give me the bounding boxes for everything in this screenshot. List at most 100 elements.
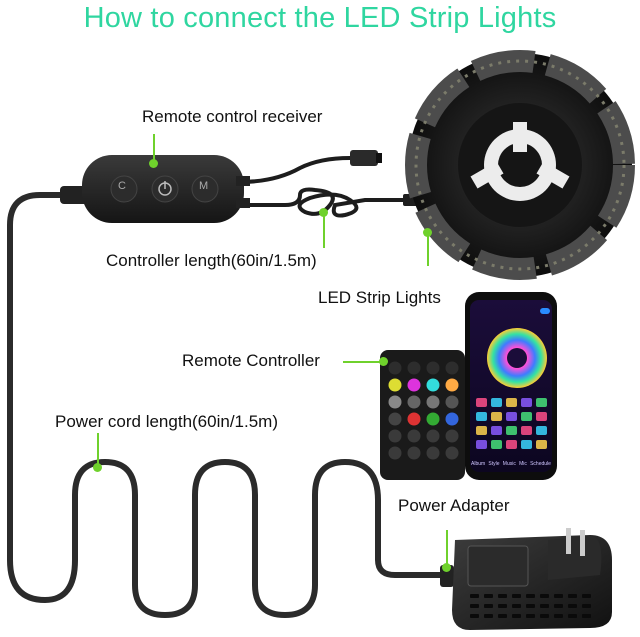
remote-button	[407, 378, 421, 392]
page-title: How to connect the LED Strip Lights	[83, 2, 557, 34]
phone-mode-tile	[536, 426, 547, 435]
adapter-pointer	[446, 530, 448, 568]
phone-mode-tile	[491, 426, 502, 435]
adapter-vent	[498, 614, 507, 618]
remote-button	[426, 446, 440, 460]
remote-button	[445, 446, 459, 460]
adapter-vent	[554, 604, 563, 608]
phone-mode-tile	[521, 440, 532, 449]
label-controller-length: Controller length(60in/1.5m)	[106, 251, 317, 270]
receiver-button-m: M	[199, 180, 209, 192]
adapter-vent	[582, 604, 591, 608]
adapter-vent	[554, 594, 563, 598]
remote-button	[445, 378, 459, 392]
adapter-vent	[540, 594, 549, 598]
remote-button	[388, 446, 402, 460]
adapter-vent	[568, 604, 577, 608]
adapter-pointer-dot	[442, 563, 451, 572]
phone-mode-tile	[491, 412, 502, 421]
power-cord-pointer-dot	[93, 463, 102, 472]
adapter-vent	[568, 594, 577, 598]
adapter-vent	[526, 604, 535, 608]
phone-mode-tile	[506, 412, 517, 421]
remote-button	[445, 395, 459, 409]
adapter-vent	[470, 604, 479, 608]
remote-button	[426, 429, 440, 443]
adapter-vent	[512, 614, 521, 618]
phone-tab-style: Style	[488, 461, 500, 467]
label-power-adapter: Power Adapter	[398, 496, 510, 515]
remote-button	[388, 412, 402, 426]
remote-button	[445, 361, 459, 375]
adapter-vent	[484, 604, 493, 608]
adapter-vent	[484, 614, 493, 618]
remote-button	[426, 378, 440, 392]
controller-cable	[240, 187, 405, 218]
ir-connector	[350, 150, 382, 166]
adapter-vent	[498, 604, 507, 608]
phone-mode-tile	[491, 398, 502, 407]
adapter-vent	[512, 594, 521, 598]
adapter-vent	[540, 604, 549, 608]
adapter-vent	[540, 614, 549, 618]
label-receiver: Remote control receiver	[142, 107, 323, 126]
led-strip-reel	[405, 50, 635, 280]
adapter-vent	[470, 614, 479, 618]
phone-mode-tile	[521, 426, 532, 435]
controller-length-pointer-dot	[319, 208, 328, 217]
label-remote-controller: Remote Controller	[182, 351, 320, 370]
power-cord	[7, 192, 443, 619]
adapter-vent	[498, 594, 507, 598]
receiver-box	[60, 155, 250, 223]
remote-button	[426, 412, 440, 426]
controller-length-pointer	[323, 214, 325, 248]
strip-pointer-dot	[423, 228, 432, 237]
phone-mode-tile	[476, 426, 487, 435]
label-led-strip: LED Strip Lights	[318, 288, 441, 307]
phone-mode-tile	[506, 440, 517, 449]
remote-button	[426, 361, 440, 375]
receiver-pointer-dot	[149, 159, 158, 168]
phone-tab-schedule: Schedule	[530, 461, 551, 467]
phone-tab-mic: Mic	[519, 461, 527, 467]
adapter-vent	[470, 594, 479, 598]
phone-mode-tile	[506, 426, 517, 435]
label-power-cord: Power cord length(60in/1.5m)	[55, 412, 279, 431]
remote-button	[407, 361, 421, 375]
adapter-vent	[568, 614, 577, 618]
receiver-button-c: C	[118, 180, 126, 192]
phone-mode-tile	[476, 440, 487, 449]
phone-mode-tile	[521, 412, 532, 421]
phone-mode-tile	[491, 440, 502, 449]
power-adapter	[440, 528, 612, 630]
adapter-vent	[554, 614, 563, 618]
adapter-vent	[484, 594, 493, 598]
phone-mode-tile	[476, 398, 487, 407]
adapter-vent	[582, 594, 591, 598]
adapter-vent	[582, 614, 591, 618]
remote-button	[388, 395, 402, 409]
phone-mode-tile	[536, 398, 547, 407]
phone-tab-music: Music	[502, 461, 516, 467]
power-cord-pointer	[97, 433, 99, 466]
remote-button	[445, 429, 459, 443]
remote-button	[407, 446, 421, 460]
phone-mode-tile	[506, 398, 517, 407]
remote-button	[407, 429, 421, 443]
phone	[465, 292, 557, 480]
phone-mode-tile	[476, 412, 487, 421]
remote-button	[445, 412, 459, 426]
phone-tab-album: Album	[471, 461, 486, 467]
remote-button	[388, 429, 402, 443]
remote-pointer	[343, 361, 383, 363]
remote-button	[426, 395, 440, 409]
adapter-vent	[526, 614, 535, 618]
phone-mode-tile	[536, 412, 547, 421]
phone-mode-tile	[521, 398, 532, 407]
remote-button	[407, 412, 421, 426]
adapter-vent	[512, 604, 521, 608]
receiver-pointer	[153, 134, 155, 164]
remote-button	[388, 378, 402, 392]
